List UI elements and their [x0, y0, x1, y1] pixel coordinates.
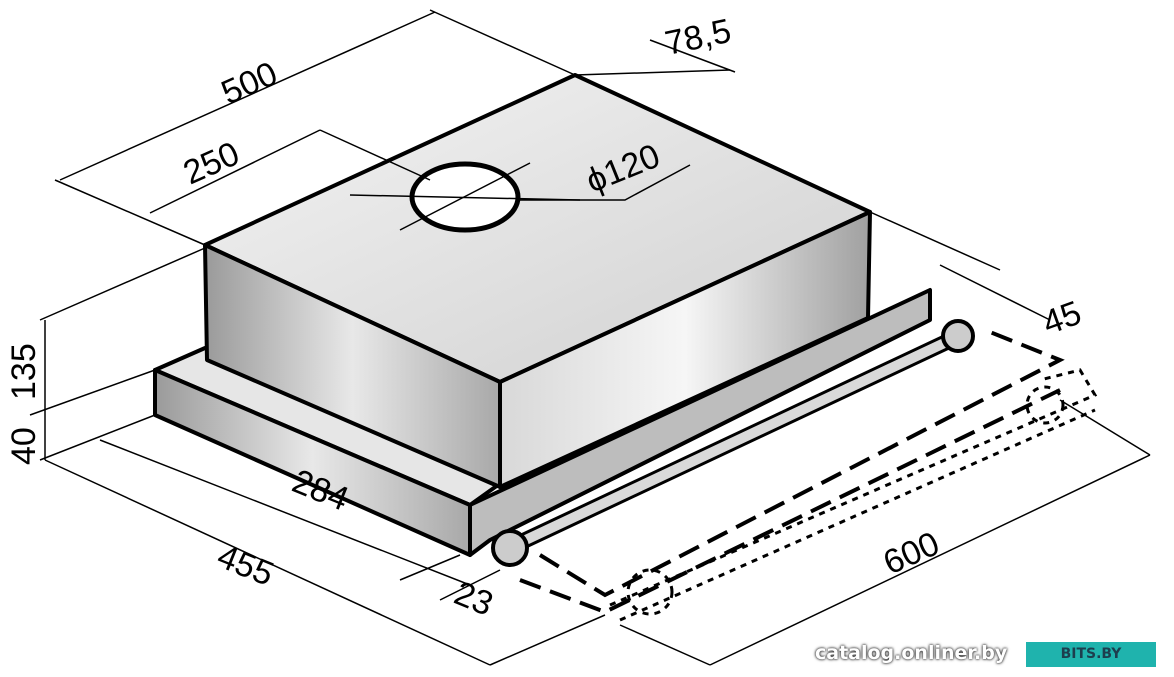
outlet-circle [349, 161, 691, 233]
dim-600: 600 [878, 525, 945, 583]
dim-40: 40 [5, 427, 43, 465]
bits-logo: BITS.BY [1026, 642, 1156, 667]
dim-45: 45 [1038, 294, 1087, 343]
watermark-text: catalog.onliner.by [815, 642, 1008, 664]
dim-250: 250 [178, 135, 245, 193]
dimension-lines [29, 9, 1151, 666]
dim-78-5: 78,5 [662, 12, 735, 63]
dim-135: 135 [5, 343, 43, 400]
dim-500: 500 [216, 55, 283, 113]
dim-455: 455 [212, 537, 279, 593]
hood-body [203, 73, 872, 489]
dim-23: 23 [449, 574, 498, 623]
extended-position-dashed [519, 328, 1098, 622]
handle-bar [491, 319, 975, 567]
